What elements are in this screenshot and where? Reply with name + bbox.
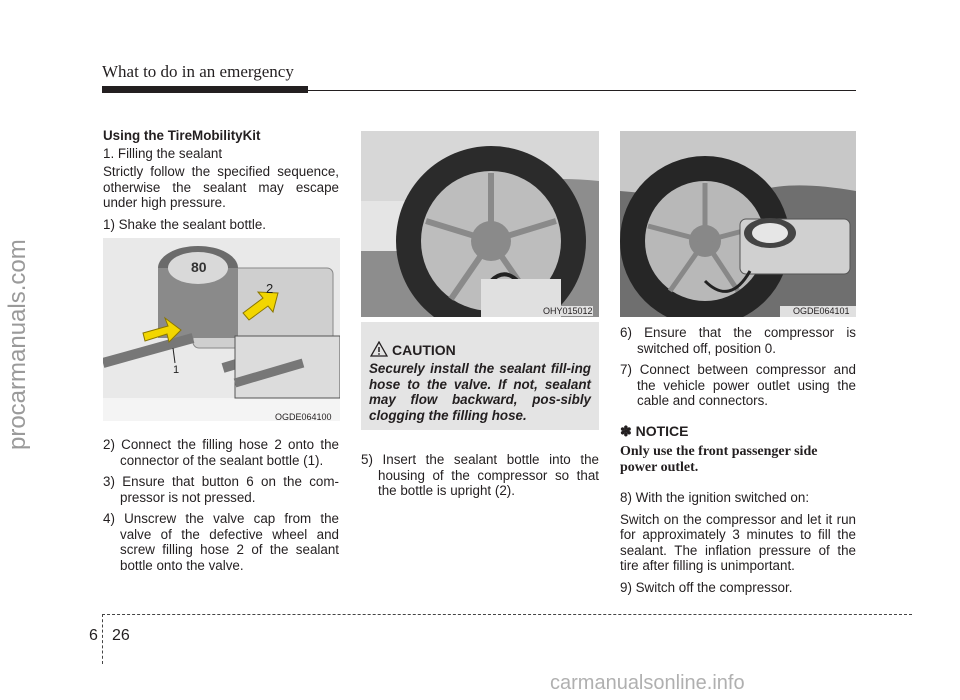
footer-divider <box>102 614 103 664</box>
sealant-bottle-figure: 80 1 2 <box>103 238 340 421</box>
wheel-hose-photo: OHY015012 <box>361 131 599 317</box>
column-1: Using the TireMobilityKit 1. Filling the… <box>103 128 339 238</box>
intro-text: Strictly follow the specified sequence, … <box>103 164 339 210</box>
caution-box <box>361 322 599 430</box>
notice-text: Only use the front passenger side power … <box>620 444 818 475</box>
step-2: 2) Connect the filling hose 2 onto the c… <box>103 437 339 468</box>
page-number: 26 <box>112 627 130 644</box>
svg-text:80: 80 <box>191 259 207 275</box>
section-number: 6 <box>89 627 98 644</box>
warning-triangle-icon <box>370 341 388 357</box>
subheading: 1. Filling the sealant <box>103 145 223 161</box>
step-5: 5) Insert the sealant bottle into the ho… <box>361 452 599 498</box>
step-4: 4) Unscrew the valve cap from the valve … <box>103 511 339 573</box>
column-2-steps: 5) Insert the sealant bottle into the ho… <box>361 452 599 505</box>
column-3-steps-2: 8) With the ignition switched on: Switch… <box>620 490 856 601</box>
figure-label-2: 2 <box>266 281 273 296</box>
figure-label-1: 1 <box>173 364 179 376</box>
step-1: 1) Shake the sealant bottle. <box>103 216 267 232</box>
header-rule <box>102 90 856 91</box>
step-9: 9) Switch off the compressor. <box>620 579 793 595</box>
notice-title: ✽ NOTICE <box>620 423 689 439</box>
section-header-title: What to do in an emergency <box>102 62 294 81</box>
caution-text: Securely install the sealant fill-ing ho… <box>369 361 591 423</box>
step-8-text: Switch on the compressor and let it run … <box>620 511 856 574</box>
caution-title: CAUTION <box>392 342 456 358</box>
section-heading: Using the TireMobilityKit <box>103 128 261 143</box>
bottom-watermark: carmanualsonline.info <box>550 672 745 694</box>
figure-code-3: OGDE064101 <box>793 306 850 316</box>
step-6: 6) Ensure that the compressor is switche… <box>620 325 856 356</box>
footer-rule <box>102 614 912 615</box>
step-7: 7) Connect between compressor and the ve… <box>620 362 856 408</box>
step-8: 8) With the ignition switched on: <box>620 490 810 505</box>
step-3: 3) Ensure that button 6 on the com-press… <box>103 474 339 505</box>
header-bar <box>102 86 308 93</box>
compressor-photo: OGDE064101 <box>620 131 856 317</box>
column-3-steps: 6) Ensure that the compressor is switche… <box>620 325 856 415</box>
side-watermark: procarmanuals.com <box>4 239 31 450</box>
column-1-steps: 2) Connect the filling hose 2 onto the c… <box>103 437 339 579</box>
figure-code-2: OHY015012 <box>543 306 593 316</box>
figure-code: OGDE064100 <box>275 412 332 422</box>
